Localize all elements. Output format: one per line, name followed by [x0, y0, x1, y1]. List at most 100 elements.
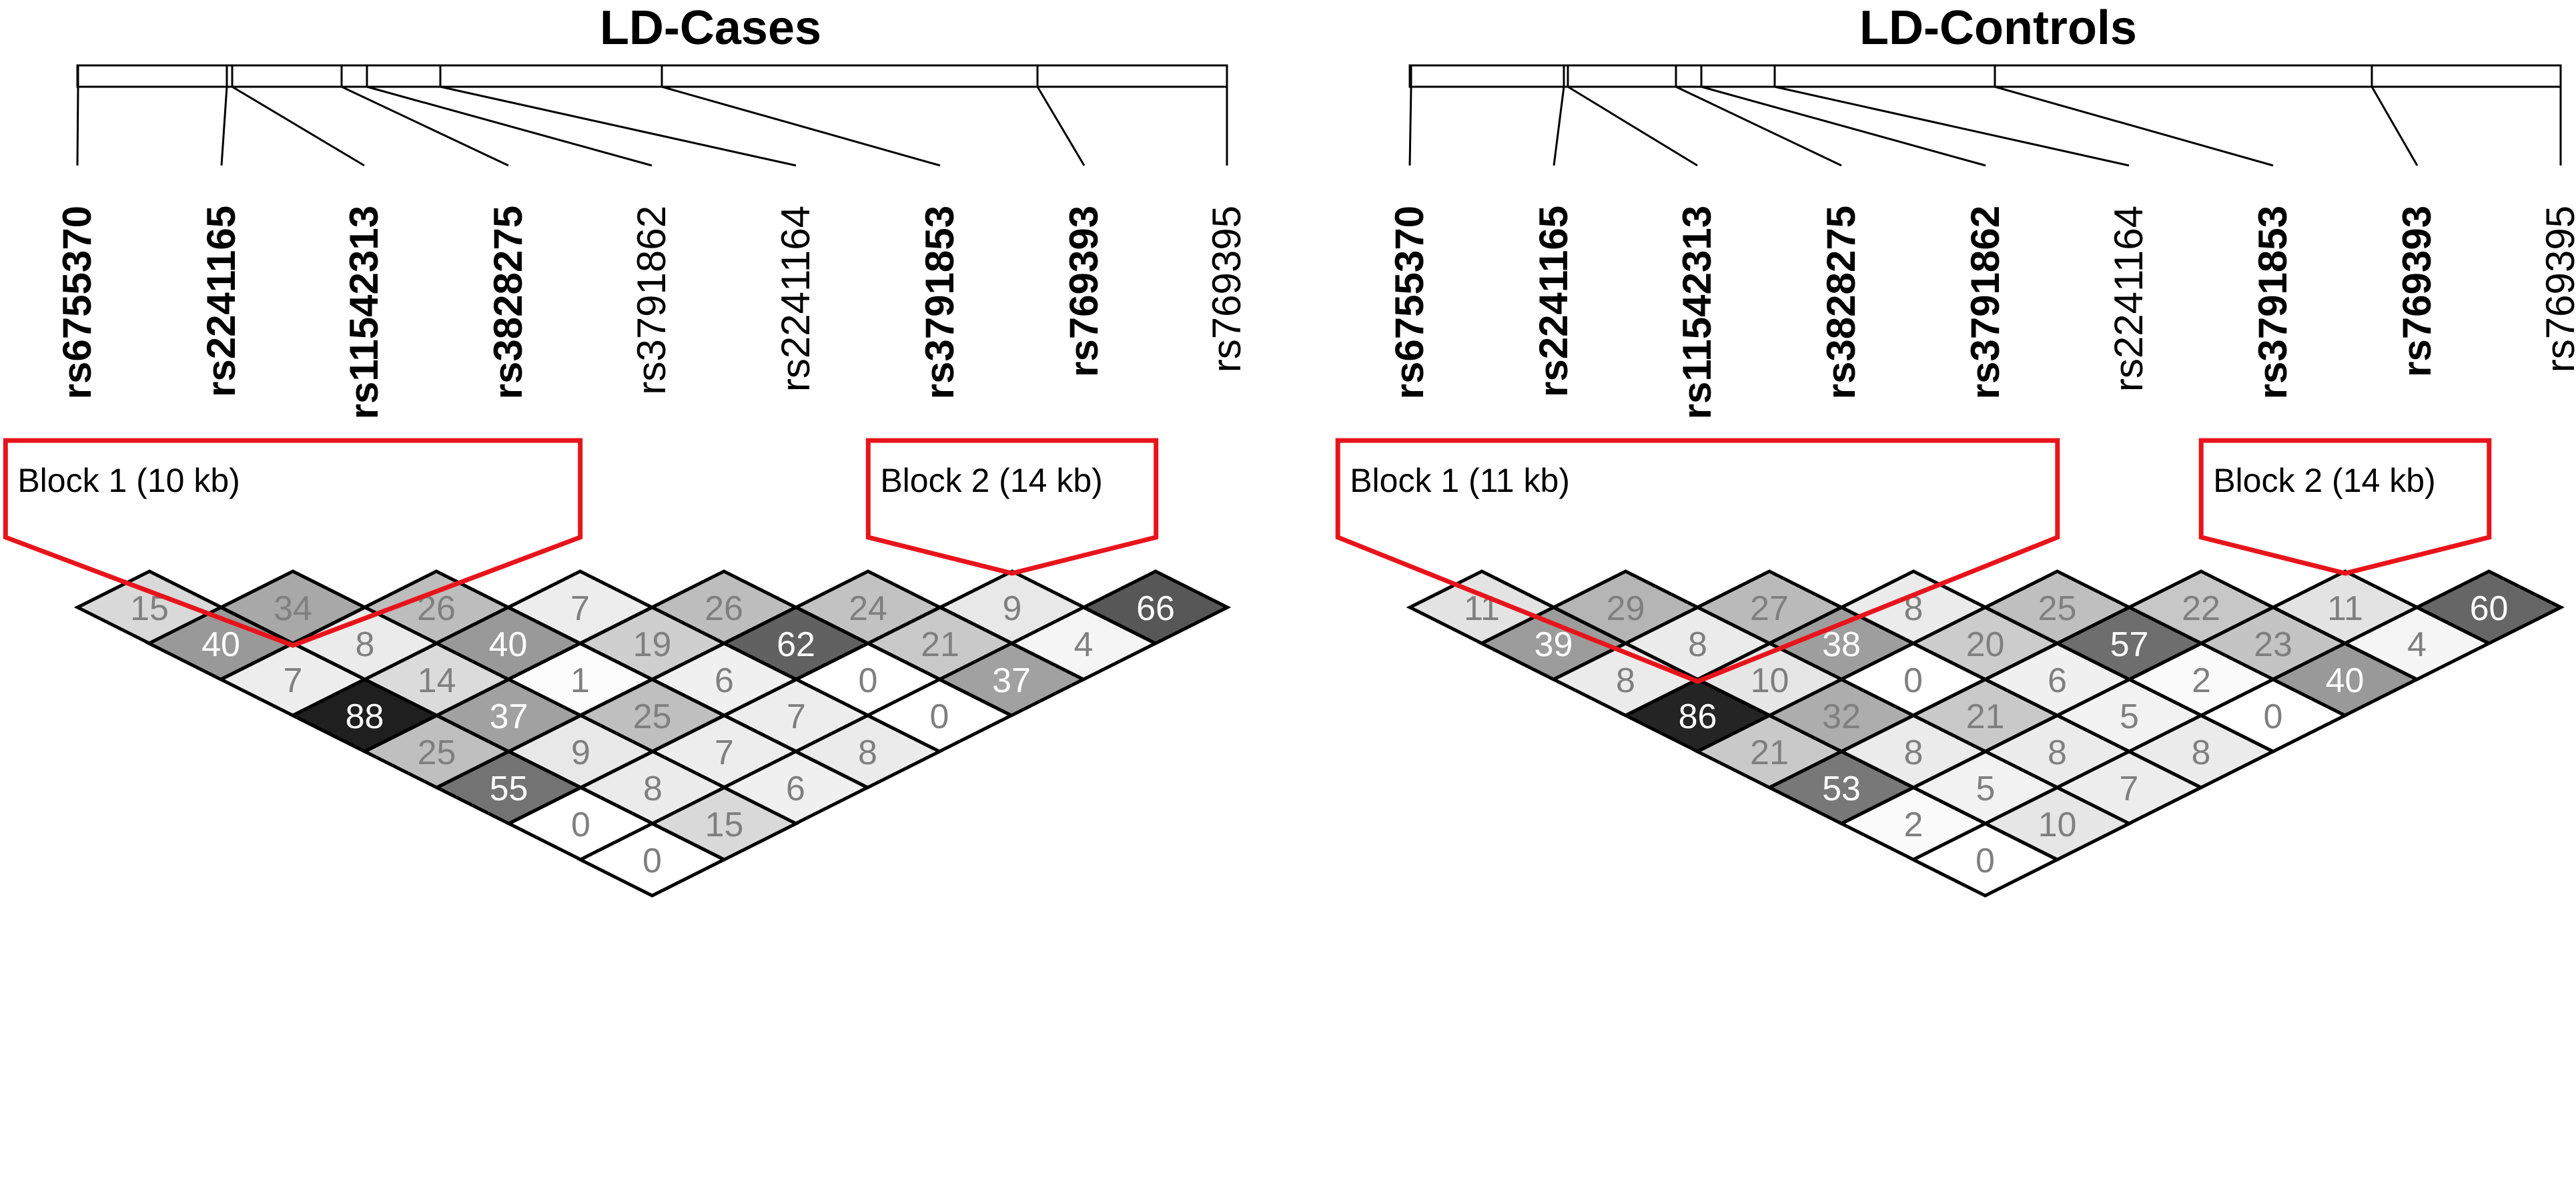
ld-value-label: 15 — [705, 806, 744, 844]
snp-label: rs11542313 — [342, 206, 386, 419]
ld-value-label: 8 — [1616, 661, 1635, 700]
snp-connector-line — [1701, 85, 1986, 167]
ld-value-label: 55 — [490, 770, 528, 808]
ld-value-label: 8 — [356, 625, 375, 664]
ld-value-label: 21 — [1750, 733, 1789, 772]
haplotype-block-label: Block 2 (14 kb) — [2213, 462, 2435, 499]
haplotype-block-outline — [1335, 438, 2060, 684]
ld-value-label: 40 — [2326, 661, 2365, 700]
ld-value-label: 62 — [777, 625, 815, 664]
snp-label: rs3791862 — [629, 206, 674, 395]
ld-value-label: 7 — [787, 697, 806, 736]
ld-value-label: 9 — [571, 733, 590, 772]
ld-value-label: 27 — [1750, 589, 1789, 628]
snp-label: rs2241164 — [2106, 206, 2151, 392]
ld-value-label: 37 — [490, 697, 528, 736]
ld-cell — [1909, 822, 2061, 898]
ld-value-label: 24 — [849, 589, 887, 628]
ld-value-label: 8 — [1904, 733, 1923, 772]
ld-value-label: 0 — [930, 697, 949, 736]
snp-label: rs769395 — [2538, 206, 2576, 372]
ld-value-label: 7 — [2120, 770, 2139, 808]
ld-value-label: 37 — [992, 661, 1031, 700]
snp-connector-line — [1774, 85, 2130, 167]
ld-value-label: 40 — [489, 625, 528, 664]
ld-value-label: 21 — [1966, 697, 2005, 736]
ld-value-label: 22 — [2182, 589, 2220, 628]
snp-connector-line — [1567, 85, 1698, 167]
ld-value-label: 6 — [715, 661, 734, 700]
ld-value-label: 2 — [1904, 806, 1923, 844]
ld-value-label: 10 — [2038, 806, 2077, 844]
ld-value-label: 0 — [642, 842, 662, 880]
ld-value-label: 8 — [643, 770, 663, 808]
snp-label: rs2241165 — [199, 206, 244, 397]
haplotype-block-label: Block 1 (10 kb) — [17, 462, 240, 499]
ld-value-label: 39 — [1535, 625, 1573, 664]
ld-value-label: 11 — [2327, 589, 2363, 628]
position-bar — [1408, 64, 2562, 88]
ld-value-label: 32 — [1822, 697, 1861, 736]
snp-connector-line — [661, 85, 941, 167]
snp-connector-line — [366, 85, 653, 167]
ld-value-label: 26 — [705, 589, 743, 628]
ld-value-label: 10 — [1751, 661, 1789, 700]
snp-connector-line — [1675, 85, 1842, 167]
snp-connector-line — [440, 85, 797, 167]
ld-value-label: 0 — [1903, 661, 1923, 700]
snp-connector-line — [1036, 86, 1086, 166]
haplotype-block-label: Block 2 (14 kb) — [880, 462, 1102, 499]
ld-value-label: 5 — [1976, 770, 1996, 808]
ld-value-label: 8 — [1688, 625, 1707, 664]
haplotype-block-label: Block 1 (11 kb) — [1350, 462, 1570, 499]
ld-value-label: 34 — [274, 589, 312, 628]
ld-value-label: 88 — [346, 697, 384, 736]
snp-label: rs3791853 — [2250, 206, 2295, 399]
snp-connector-line — [232, 85, 365, 167]
ld-value-label: 5 — [2120, 697, 2139, 736]
ld-value-label: 25 — [2038, 589, 2077, 628]
haplotype-block-outline — [865, 438, 1159, 576]
snp-label: rs3791862 — [1963, 206, 2008, 399]
snp-connector-line — [1553, 86, 1565, 166]
ld-value-label: 0 — [571, 806, 590, 844]
snp-label: rs2241165 — [1531, 206, 1576, 397]
ld-value-label: 7 — [570, 589, 590, 628]
ld-value-label: 38 — [1822, 625, 1861, 664]
ld-value-label: 66 — [1136, 589, 1175, 628]
snp-connector-line — [341, 85, 509, 167]
ld-cell — [576, 822, 728, 898]
ld-value-label: 9 — [1003, 589, 1022, 628]
snp-connector-line — [76, 86, 79, 166]
ld-value-label: 25 — [633, 697, 672, 736]
snp-label: rs769393 — [1061, 206, 1106, 377]
ld-value-label: 8 — [2048, 733, 2067, 772]
ld-value-label: 8 — [858, 733, 877, 772]
position-bar — [76, 64, 1228, 88]
snp-label: rs6755370 — [55, 206, 99, 399]
snp-label: rs3828275 — [1819, 206, 1863, 399]
ld-value-label: 29 — [1607, 589, 1645, 628]
ld-value-label: 6 — [2048, 661, 2067, 700]
ld-value-label: 60 — [2470, 589, 2509, 628]
ld-value-label: 57 — [2110, 625, 2149, 664]
snp-label: rs2241164 — [773, 206, 818, 392]
snp-label: rs769393 — [2395, 206, 2439, 377]
snp-label: rs3828275 — [486, 206, 530, 399]
snp-connector-line — [1994, 85, 2274, 167]
haplotype-block-outline — [2198, 438, 2492, 576]
ld-value-label: 19 — [633, 625, 672, 664]
ld-value-label: 0 — [2264, 697, 2283, 736]
panel-title: LD-Controls — [1859, 1, 2137, 55]
ld-value-label: 0 — [1976, 842, 1995, 880]
ld-value-label: 53 — [1822, 770, 1861, 808]
snp-label: rs769395 — [1204, 206, 1249, 372]
ld-value-label: 6 — [786, 770, 805, 808]
ld-value-label: 40 — [201, 625, 240, 664]
